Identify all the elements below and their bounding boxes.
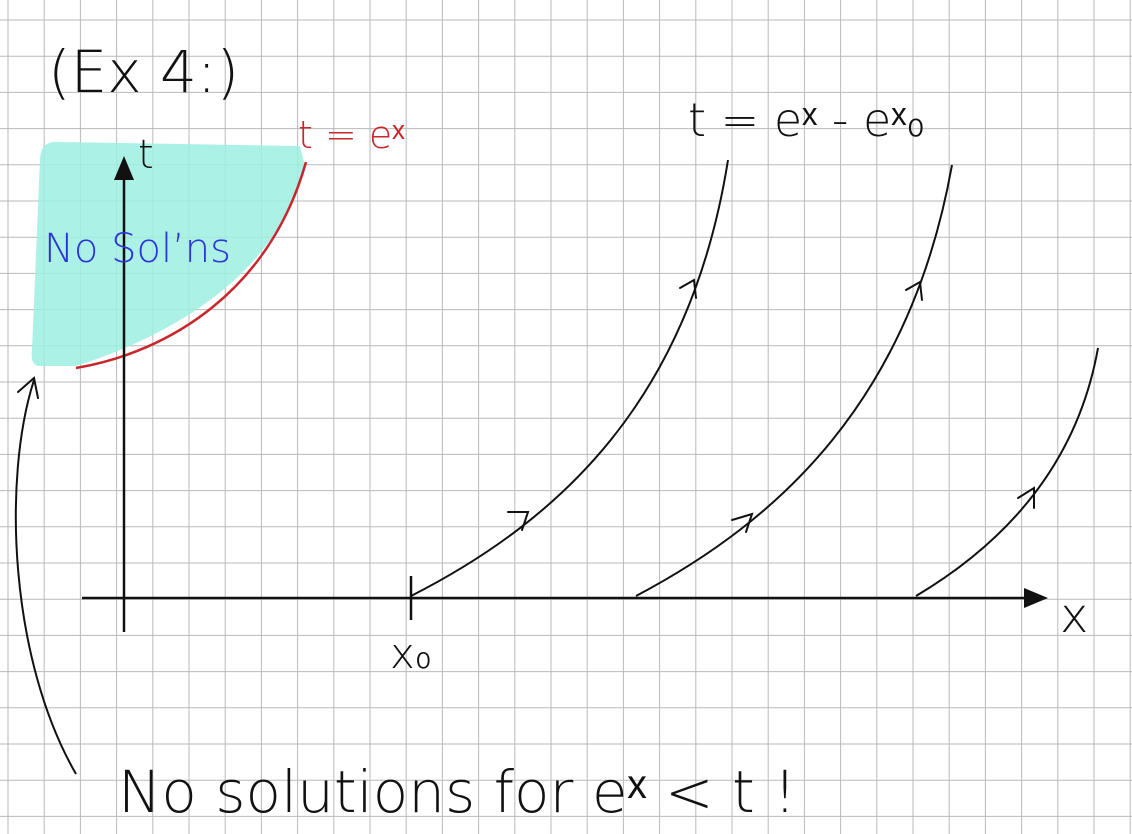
axes xyxy=(82,170,1030,632)
direction-arrow xyxy=(507,511,530,531)
direction-arrow xyxy=(679,278,697,299)
direction-arrow xyxy=(731,512,754,533)
characteristics-label: t = eˣ - eˣ₀ xyxy=(688,93,925,147)
characteristic-curve xyxy=(635,164,953,597)
region-label: No Sol’ns xyxy=(44,226,231,272)
example-title: (Ex 4:) xyxy=(48,38,239,106)
direction-arrows xyxy=(507,278,1035,533)
boundary-label: t = eˣ xyxy=(298,113,405,157)
direction-arrow xyxy=(905,280,923,301)
pointer-arrowhead xyxy=(17,376,39,399)
x0-label: x₀ xyxy=(390,629,432,678)
characteristic-curve xyxy=(410,159,729,597)
no-solution-region xyxy=(31,141,305,366)
boundary-curve xyxy=(75,161,308,370)
characteristic-curves xyxy=(410,159,1099,597)
pointer-arrow xyxy=(14,379,77,775)
t-axis-label: t xyxy=(138,132,154,178)
t-axis-arrowhead xyxy=(114,156,134,180)
direction-arrow xyxy=(1017,486,1035,509)
x-axis-arrowhead xyxy=(1024,588,1048,608)
x-axis-label: x xyxy=(1060,588,1088,644)
footer-note: No solutions for eˣ < t ! xyxy=(118,758,796,826)
characteristic-curve xyxy=(915,347,1099,597)
